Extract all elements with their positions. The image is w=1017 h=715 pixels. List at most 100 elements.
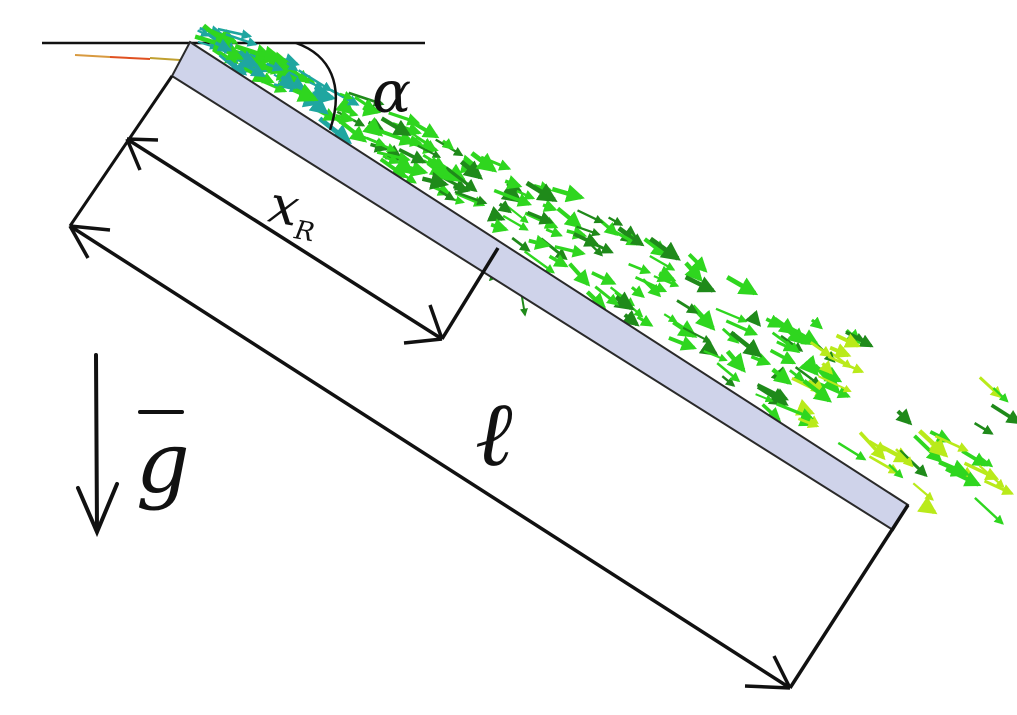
velocity-vector — [721, 375, 736, 387]
velocity-vector — [339, 91, 354, 101]
reattachment-label: xR — [263, 175, 323, 248]
velocity-vector — [623, 231, 645, 247]
down-arrow-icon — [76, 353, 119, 538]
reattachment-dimension — [125, 137, 500, 345]
velocity-vector — [837, 441, 867, 461]
velocity-vector — [974, 497, 1004, 525]
velocity-vector — [224, 57, 248, 76]
velocity-vector — [888, 463, 904, 479]
velocity-vector — [438, 189, 456, 201]
velocity-vector — [265, 61, 284, 72]
velocity-vector — [980, 457, 994, 468]
velocity-vector — [983, 479, 1015, 495]
velocity-vector — [292, 83, 319, 102]
velocity-vector — [511, 236, 531, 252]
velocity-vector — [383, 161, 417, 184]
velocity-vector-field — [194, 23, 1017, 525]
length-label: ℓ — [475, 382, 513, 487]
velocity-vector — [545, 226, 563, 238]
velocity-vector — [721, 327, 740, 344]
velocity-vector — [526, 210, 554, 225]
velocity-vector — [286, 61, 299, 72]
velocity-vector — [755, 393, 774, 403]
velocity-vector — [978, 376, 1003, 399]
velocity-vector — [729, 330, 763, 358]
velocity-vector — [452, 181, 471, 195]
velocity-vector — [895, 408, 913, 426]
velocity-vector — [817, 375, 852, 393]
velocity-vector — [392, 154, 415, 175]
velocity-vector — [516, 189, 536, 200]
velocity-vector — [698, 338, 719, 357]
velocity-vector — [594, 285, 620, 306]
velocity-vector — [573, 232, 601, 247]
velocity-vector — [225, 45, 244, 60]
velocity-vector — [668, 335, 698, 351]
velocity-vector — [214, 38, 233, 52]
velocity-vector — [938, 459, 971, 477]
velocity-vector — [687, 253, 708, 273]
velocity-vector — [628, 262, 652, 275]
velocity-vector — [525, 180, 558, 202]
velocity-vector — [725, 319, 759, 336]
velocity-vector — [898, 449, 928, 478]
velocity-vector — [441, 138, 455, 150]
velocity-vector — [243, 62, 266, 78]
velocity-vector — [656, 265, 677, 283]
velocity-vector — [591, 271, 617, 285]
velocity-vector — [362, 135, 397, 152]
inclined-plate — [170, 40, 910, 532]
velocity-vector — [961, 449, 988, 467]
velocity-vector — [990, 403, 1017, 425]
length-dimension — [68, 224, 910, 690]
velocity-vector — [641, 278, 662, 298]
velocity-vector — [338, 108, 359, 117]
velocity-vector — [829, 343, 852, 358]
velocity-vector — [493, 188, 533, 207]
velocity-vector — [318, 116, 352, 145]
angle-arc — [295, 41, 338, 131]
velocity-vector — [769, 348, 797, 365]
velocity-vector — [335, 110, 355, 125]
velocity-vector — [725, 349, 746, 373]
velocity-vector — [771, 331, 801, 354]
velocity-vector — [497, 200, 513, 214]
velocity-vector — [636, 314, 654, 327]
velocity-vector — [398, 147, 427, 164]
velocity-vector — [502, 214, 529, 231]
velocity-vector — [258, 45, 284, 64]
velocity-vector — [551, 184, 585, 203]
velocity-vector — [421, 171, 450, 190]
velocity-vector — [504, 175, 523, 190]
velocity-vector — [776, 402, 814, 421]
velocity-vector — [542, 199, 558, 212]
velocity-vector — [217, 27, 253, 40]
velocity-vector — [797, 417, 820, 429]
velocity-vector — [703, 350, 728, 362]
velocity-vector — [663, 313, 678, 323]
velocity-vector — [556, 206, 583, 229]
velocity-vector — [528, 234, 551, 250]
velocity-vector — [378, 129, 416, 146]
velocity-vector — [684, 275, 717, 293]
velocity-vector — [756, 383, 789, 401]
velocity-vector — [649, 255, 676, 271]
velocity-vector — [676, 299, 699, 314]
velocity-vector — [912, 482, 934, 501]
velocity-vector — [789, 326, 820, 346]
velocity-vector — [917, 496, 938, 515]
velocity-vector — [716, 362, 741, 383]
velocity-vector — [818, 360, 834, 375]
velocity-vector — [630, 285, 645, 298]
velocity-vector — [835, 333, 861, 348]
velocity-vector — [802, 379, 832, 403]
velocity-vector — [415, 135, 437, 150]
velocity-vector — [470, 151, 498, 173]
velocity-vector — [417, 144, 442, 159]
velocity-vector — [486, 206, 506, 222]
velocity-vector — [715, 307, 748, 323]
velocity-vector — [744, 309, 762, 327]
velocity-vector — [422, 153, 445, 169]
velocity-vector — [649, 236, 681, 261]
